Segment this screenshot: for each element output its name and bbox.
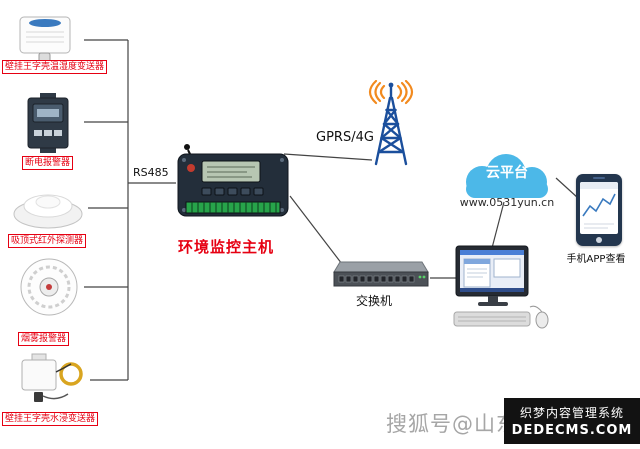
ceiling-ir-detector-icon: [13, 194, 83, 229]
water-leak-sensor-icon: [21, 353, 83, 402]
cloud-platform-icon: [466, 154, 548, 198]
cms-watermark-box: 织梦内容管理系统 DEDECMS.COM: [504, 398, 640, 444]
monitoring-host-label: 环境监控主机: [178, 238, 275, 256]
temp-humidity-sensor-label: 壁挂王字壳温湿度变送器: [2, 60, 108, 74]
phone-app-chart: [580, 182, 618, 229]
desktop-computer-icon: [453, 245, 549, 329]
phone-home-button: [596, 237, 602, 243]
network-switch-icon: [333, 261, 429, 287]
ceiling-ir-detector-label: 吸顶式红外探测器: [8, 234, 87, 248]
phone-screen: [580, 182, 618, 234]
gprs-antenna-icon: [368, 80, 414, 166]
cms-watermark-line1: 织梦内容管理系统: [519, 406, 624, 420]
host-to-antenna-line: [283, 153, 373, 161]
smoke-alarm-icon: [20, 258, 78, 316]
temp-humidity-sensor-icon: [19, 16, 71, 64]
computer-to-cloud-line: [491, 201, 505, 249]
phone-app-label: 手机APP查看: [566, 254, 626, 265]
watermark-text: 搜狐号@山东: [386, 412, 518, 436]
host-to-switch-line: [289, 195, 343, 265]
rs485-bus-label: RS485: [133, 166, 169, 179]
cloud-url-label: www.0531yun.cn: [459, 196, 555, 209]
gprs-label: GPRS/4G: [316, 130, 374, 145]
cloud-platform-label: 云平台: [486, 165, 528, 181]
monitoring-host-icon: [177, 144, 289, 217]
smartphone-icon: [576, 174, 622, 246]
water-leak-sensor-label: 壁挂王字壳水浸变送器: [2, 412, 99, 426]
power-failure-alarm-label: 断电报警器: [22, 156, 74, 170]
switch-label: 交换机: [356, 294, 393, 308]
cms-watermark-line2: DEDECMS.COM: [511, 423, 633, 438]
power-failure-alarm-icon: [27, 93, 69, 153]
phone-speaker: [593, 177, 605, 179]
smoke-alarm-label: 烟雾报警器: [18, 332, 70, 346]
cloud-to-phone-line: [555, 177, 579, 199]
